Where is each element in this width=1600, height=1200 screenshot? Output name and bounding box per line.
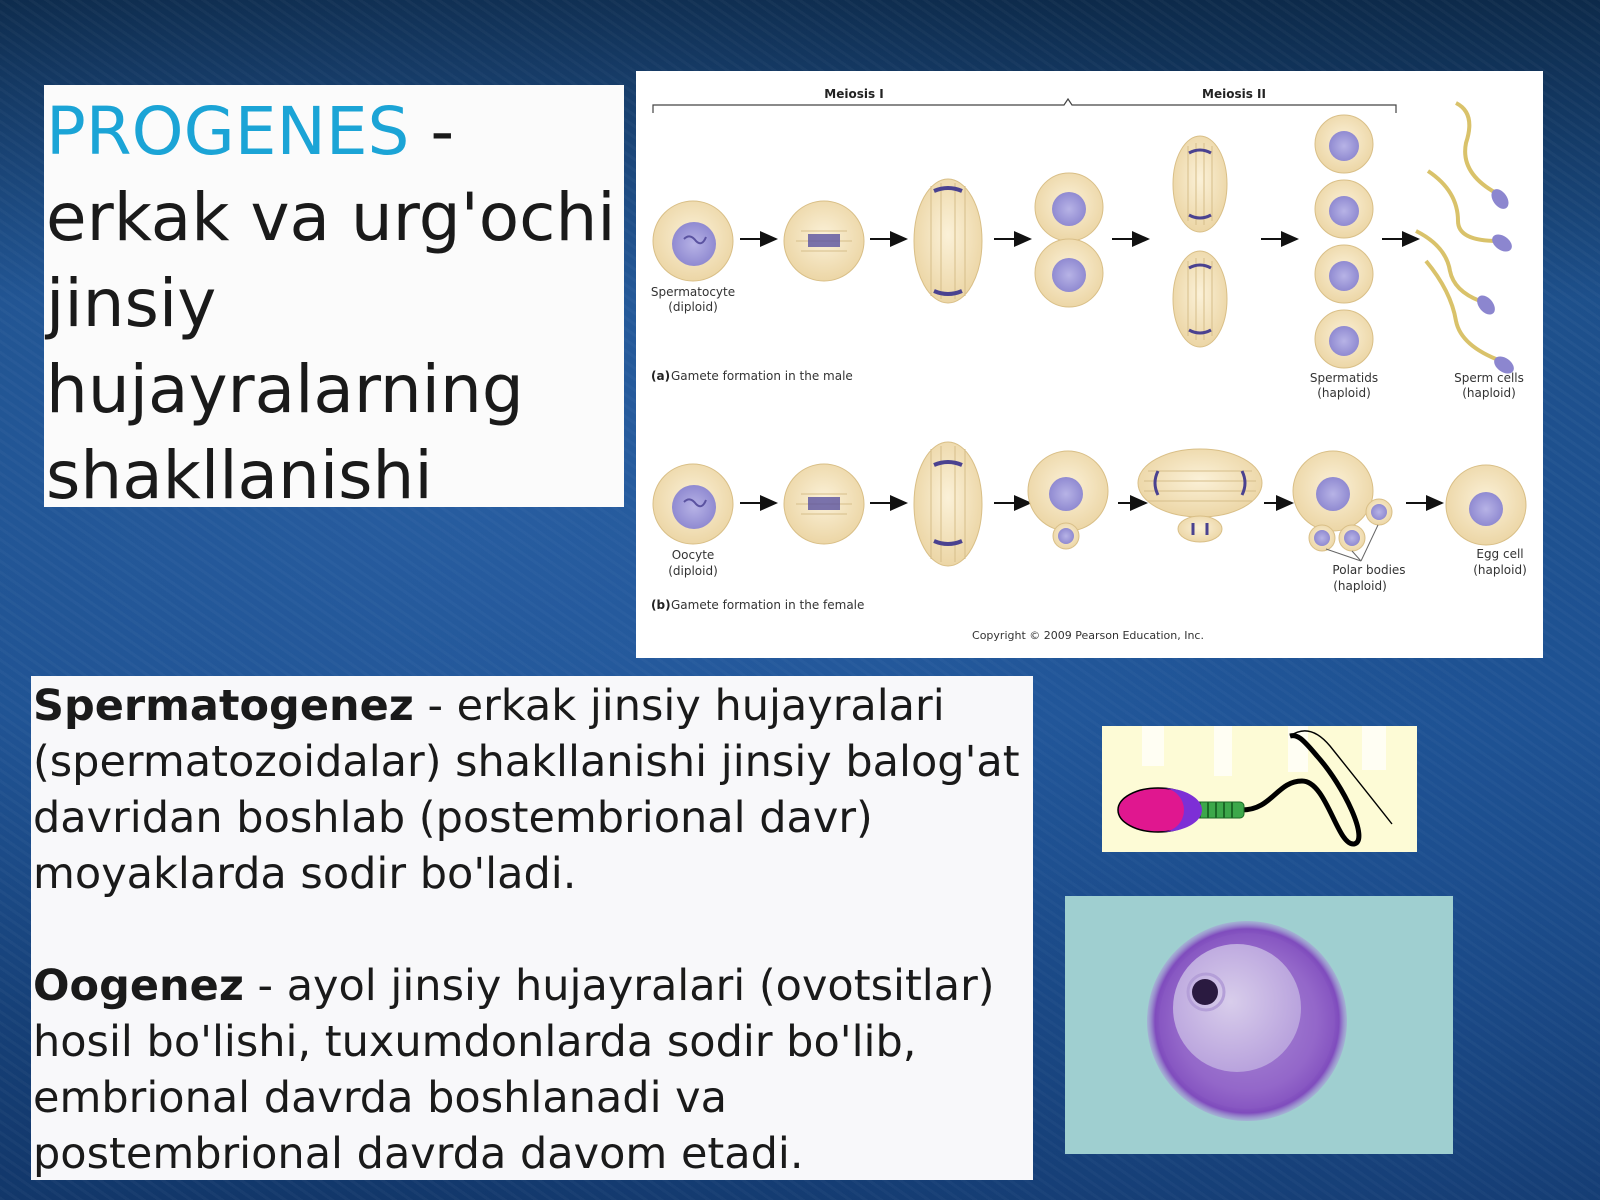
spermatogenez-line-3: davridan boshlab (postembrional davr)	[33, 793, 873, 843]
meiosis1-label: Meiosis I	[824, 87, 883, 101]
oocyte-ploidy: (diploid)	[668, 564, 718, 578]
oogenez-line-1: Oogenez - ayol jinsiy hujayralari (ovots…	[33, 958, 1033, 1014]
polar-bodies-ploidy: (haploid)	[1333, 579, 1387, 593]
sperm-illustration	[1102, 726, 1417, 852]
title-first-line: PROGENES -	[46, 89, 624, 175]
male-telophase1-cells	[1034, 172, 1104, 308]
oogenez-def-1: - ayol jinsiy hujayralari (ovotsitlar)	[243, 961, 995, 1011]
spermatogenez-line-1: Spermatogenez - erkak jinsiy hujayralari	[33, 678, 1033, 734]
sperm-cells-drawing	[1415, 101, 1514, 374]
male-anaphase1-cell	[913, 178, 983, 304]
sperm-tail	[1241, 733, 1362, 847]
oogenez-line-2: hosil bo'lishi, tuxumdonlarda sodir bo'l…	[33, 1017, 917, 1067]
female-anaphase1-cell	[913, 441, 983, 567]
male-caption: Gamete formation in the male	[671, 369, 853, 383]
male-meiosis2-cells	[1172, 135, 1228, 348]
description-panel: Spermatogenez - erkak jinsiy hujayralari…	[31, 676, 1033, 1180]
sperm-illustration-svg	[1117, 726, 1393, 847]
meiosis-brace	[652, 97, 1397, 113]
spermatogenez-line-2: (spermatozoidalar) shakllanishi jinsiy b…	[33, 737, 1020, 787]
title-line-1: erkak va urg'ochi	[46, 179, 616, 256]
female-caption-letter: (b)	[651, 598, 671, 612]
spermatid-cells	[1314, 114, 1374, 369]
oogenez-term: Oogenez	[33, 961, 244, 1011]
paragraph-gap	[33, 902, 1033, 958]
spermatogenez-def-1: - erkak jinsiy hujayralari	[413, 681, 945, 731]
male-caption-letter: (a)	[651, 369, 670, 383]
spermatogenez-line-4: moyaklarda sodir bo'ladi.	[33, 849, 577, 899]
female-oocyte-cell	[652, 463, 734, 545]
egg-cell-ploidy: (haploid)	[1473, 563, 1527, 577]
female-metaphase1-cell	[783, 463, 865, 545]
meiosis2-label: Meiosis II	[1202, 87, 1266, 101]
female-polar-bodies-cells	[1292, 450, 1393, 562]
spermatids-label: Spermatids	[1310, 371, 1378, 385]
female-meiosis2-cell	[1137, 448, 1263, 543]
oocyte-nucleus	[1192, 979, 1218, 1005]
oocyte-micrograph-svg	[1147, 921, 1347, 1121]
oocyte-micrograph	[1065, 896, 1453, 1154]
oocyte-label: Oocyte	[672, 548, 715, 562]
title-line-3: hujayralarning	[46, 351, 524, 428]
egg-cell-label: Egg cell	[1476, 547, 1523, 561]
female-telophase1-cells	[1027, 450, 1109, 550]
male-spermatocyte-cell	[652, 200, 734, 282]
sperm-acrosome	[1162, 788, 1202, 832]
spermatids-ploidy: (haploid)	[1317, 386, 1371, 400]
title-accent: PROGENES	[46, 93, 410, 170]
title-dash: -	[409, 93, 455, 170]
title-panel: PROGENES - erkak va urg'ochi jinsiy huja…	[44, 85, 624, 514]
title-line-2: jinsiy	[46, 265, 217, 342]
sperm-cells-label: Sperm cells	[1454, 371, 1524, 385]
female-caption: Gamete formation in the female	[671, 598, 864, 612]
spermatocyte-label: Spermatocyte	[651, 285, 735, 299]
title-line-4: shakllanishi	[46, 437, 433, 514]
male-metaphase1-cell	[783, 200, 865, 282]
polar-bodies-label: Polar bodies	[1332, 563, 1405, 577]
oogenez-line-3: embrional davrda boshlanadi va	[33, 1073, 727, 1123]
meiosis-diagram: Meiosis I Meiosis II	[636, 71, 1543, 658]
copyright-text: Copyright © 2009 Pearson Education, Inc.	[972, 629, 1204, 642]
sperm-cells-ploidy: (haploid)	[1462, 386, 1516, 400]
meiosis-diagram-svg: Meiosis I Meiosis II	[651, 87, 1527, 642]
spermatocyte-ploidy: (diploid)	[668, 300, 718, 314]
sperm-tail-thin-line	[1289, 730, 1393, 825]
egg-cell-drawing	[1445, 464, 1527, 546]
oocyte-cytoplasm	[1173, 944, 1301, 1072]
spermatogenez-term: Spermatogenez	[33, 681, 414, 731]
oogenez-line-4: postembrional davrda davom etadi.	[33, 1129, 804, 1179]
